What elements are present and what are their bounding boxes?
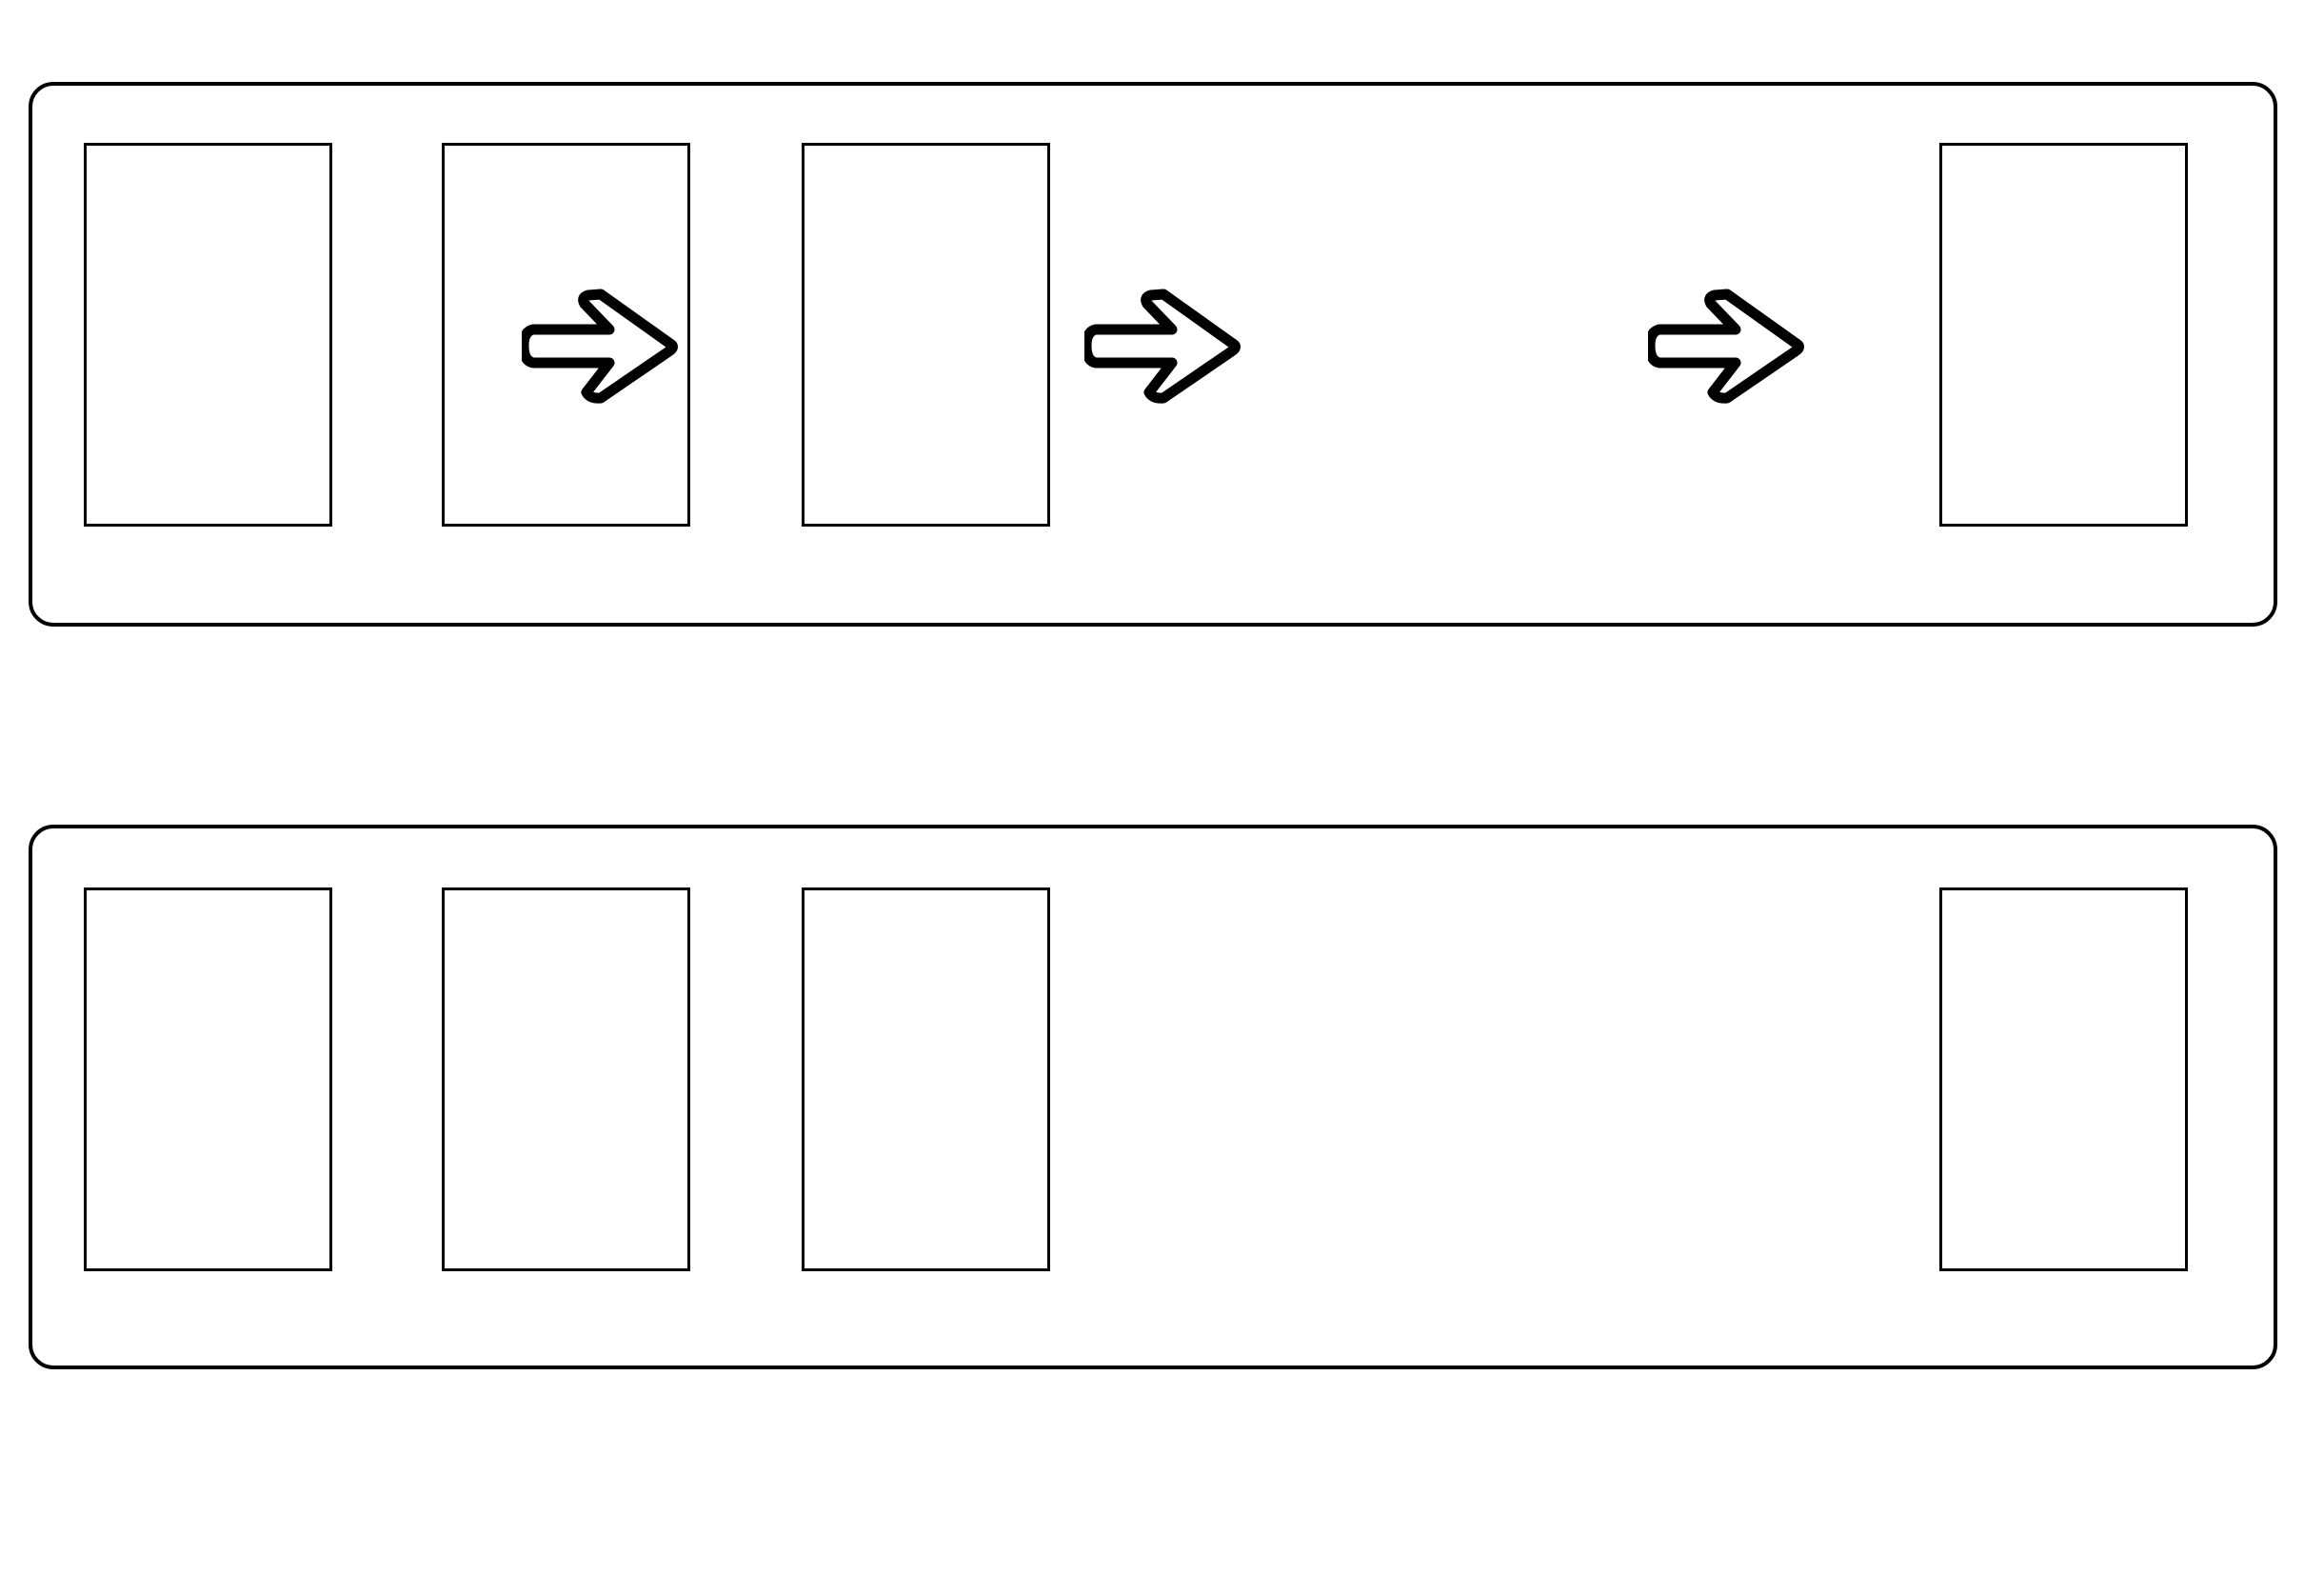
frame-cell[interactable]: [1939, 887, 2188, 1271]
frame-cell[interactable]: [442, 887, 690, 1271]
frame-cell[interactable]: [802, 887, 1050, 1271]
frame-cell[interactable]: [1939, 143, 2188, 527]
frame-cell[interactable]: [84, 887, 332, 1271]
arrow-right-outline-icon: [522, 287, 680, 405]
bottom-row-panel: [29, 825, 2277, 1369]
arrow-right-outline-icon: [1648, 287, 1806, 405]
frame-cell[interactable]: [802, 143, 1050, 527]
frame-cell[interactable]: [84, 143, 332, 527]
arrow-right-outline-icon: [1084, 287, 1242, 405]
